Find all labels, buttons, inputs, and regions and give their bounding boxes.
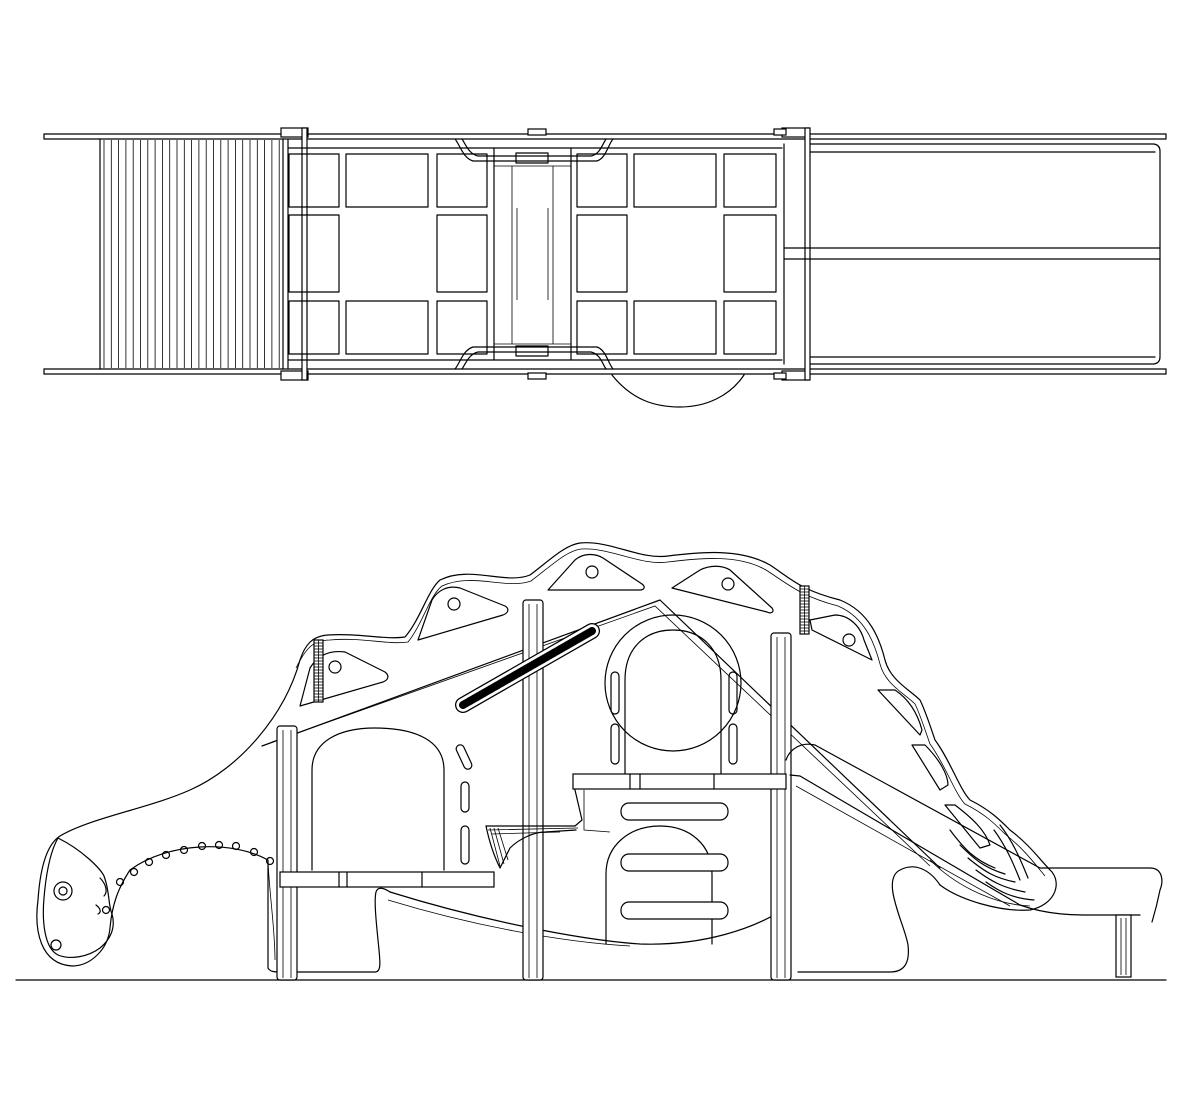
dinosaur-head [42, 837, 114, 958]
dinosaur-eye-inner [58, 886, 68, 896]
neck-spot-dots [101, 840, 275, 915]
roof-diagonal-inner [271, 605, 931, 867]
plan-deck-frame [287, 139, 785, 369]
neck-dot [197, 841, 207, 851]
plan-ladder-steps [103, 140, 280, 368]
plan-slide [783, 143, 1161, 365]
right-arch-opening [604, 614, 742, 775]
neck-dot [129, 867, 139, 877]
neck-dot [161, 850, 171, 860]
roof-diagonal [261, 599, 941, 869]
diagonal-climbing-bar [455, 623, 600, 713]
post-clamps [313, 585, 810, 703]
plan-tail-arc [611, 374, 745, 408]
dinosaur-body-inner [267, 548, 1046, 961]
neck-dot [231, 841, 241, 851]
neck-dot [265, 856, 275, 866]
plan-post-clamps [280, 127, 811, 381]
neck-dot [214, 840, 224, 850]
neck-dot [179, 845, 189, 855]
plan-center-bridge [454, 138, 614, 370]
neck-dot [115, 877, 125, 887]
support-posts [276, 599, 792, 981]
plan-deck-panels [288, 153, 777, 355]
left-deck [279, 871, 495, 888]
neck-dot [249, 847, 259, 857]
neck-dot [101, 905, 111, 915]
dinosaur-body-outline [36, 542, 1057, 969]
climber-tunnel [583, 790, 729, 945]
spine-plates [299, 553, 991, 849]
plan-outer-rails [43, 133, 1167, 375]
dinosaur-mouth [95, 877, 107, 915]
left-arch-opening [311, 727, 473, 871]
dinosaur-eye-outer [53, 881, 73, 901]
plan-view [43, 127, 1167, 408]
tail-ridges [929, 824, 1035, 907]
upper-deck [572, 773, 787, 790]
dinosaur-nostril [50, 939, 62, 951]
neck-dot [144, 857, 154, 867]
slide [785, 743, 1163, 978]
side-elevation-view [15, 542, 1167, 981]
